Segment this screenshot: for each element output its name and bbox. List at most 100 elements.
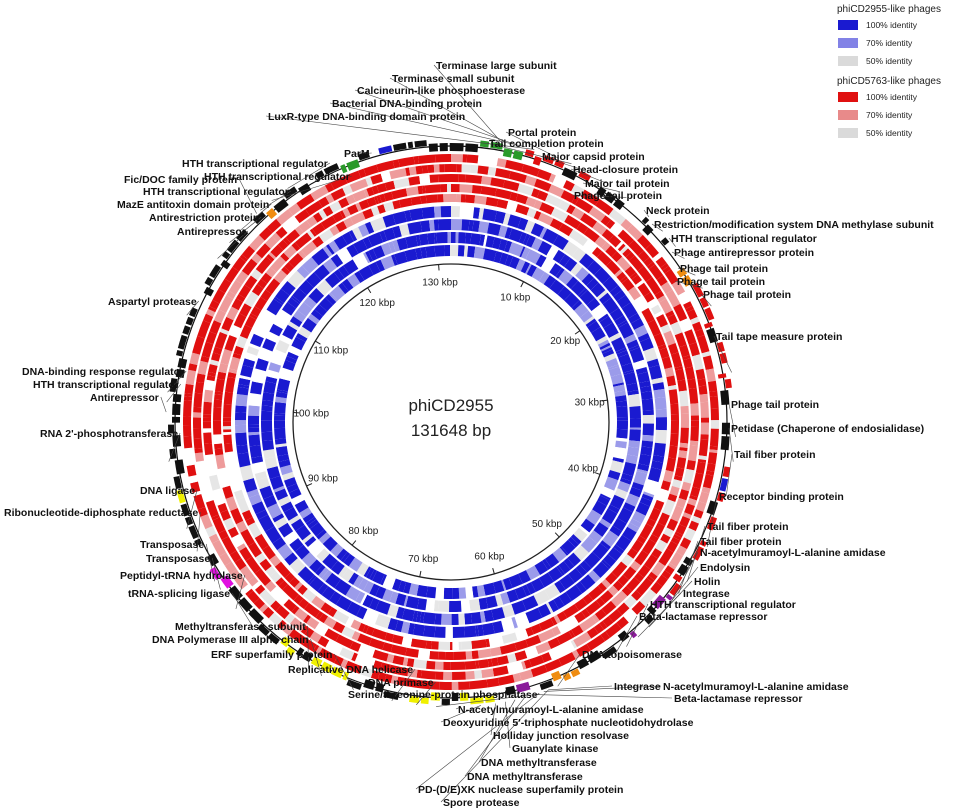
identity-segment <box>624 266 637 278</box>
identity-segment <box>579 560 592 573</box>
identity-segment <box>377 672 387 682</box>
identity-segment <box>679 537 692 550</box>
identity-segment <box>299 326 312 337</box>
identity-segment <box>675 524 687 535</box>
identity-segment <box>547 637 561 649</box>
identity-segment <box>697 378 707 387</box>
identity-segment <box>235 394 248 407</box>
identity-segment <box>387 604 399 618</box>
identity-segment <box>676 545 687 557</box>
identity-segment <box>376 160 395 173</box>
identity-segment <box>382 642 393 653</box>
identity-segment <box>665 457 677 472</box>
identity-segment <box>183 396 193 401</box>
identity-segment <box>239 565 255 582</box>
identity-segment <box>617 243 626 252</box>
identity-segment <box>473 246 486 260</box>
leader-line <box>391 668 416 701</box>
identity-segment <box>315 564 326 576</box>
identity-segment <box>523 659 532 669</box>
identity-segment <box>547 566 563 582</box>
identity-segment <box>530 223 545 238</box>
identity-segment <box>262 545 276 560</box>
identity-segment <box>223 417 232 422</box>
identity-segment <box>616 256 631 272</box>
identity-segment <box>469 679 488 690</box>
identity-segment <box>265 376 278 384</box>
identity-segment <box>302 512 315 524</box>
leader-line <box>674 280 703 289</box>
identity-segment <box>408 583 419 596</box>
identity-segment <box>327 607 338 618</box>
leader-line <box>706 495 718 547</box>
identity-segment <box>674 467 685 478</box>
identity-segment <box>205 499 219 518</box>
identity-segment <box>634 325 648 338</box>
identity-segment <box>614 269 623 278</box>
identity-segment <box>533 210 542 220</box>
identity-segment <box>447 232 451 244</box>
identity-segment <box>579 616 597 632</box>
identity-segment <box>602 530 619 548</box>
identity-segment <box>608 234 622 248</box>
identity-segment <box>310 185 329 201</box>
identity-segment <box>273 320 285 330</box>
identity-segment <box>305 272 322 288</box>
identity-segment <box>330 560 345 575</box>
identity-segment <box>213 434 222 445</box>
identity-segment <box>630 318 645 330</box>
identity-segment <box>530 623 543 635</box>
identity-segment <box>548 646 566 660</box>
leader-line <box>700 293 712 307</box>
identity-segment <box>212 289 226 304</box>
gene-arrow <box>603 191 617 204</box>
identity-segment <box>184 393 193 397</box>
identity-segment <box>223 404 232 418</box>
identity-segment <box>372 570 385 585</box>
identity-segment <box>386 653 395 663</box>
identity-segment <box>383 191 394 202</box>
identity-segment <box>183 435 193 449</box>
identity-segment <box>656 314 668 328</box>
identity-segment <box>462 154 468 163</box>
identity-segment <box>582 594 594 605</box>
identity-segment <box>338 566 349 578</box>
identity-segment <box>653 333 666 347</box>
identity-segment <box>635 502 650 516</box>
tick-label: 90 kbp <box>308 474 338 485</box>
identity-segment <box>545 602 554 614</box>
identity-segment <box>235 270 249 285</box>
gene-label: HTH transcriptional regulator <box>671 233 817 245</box>
identity-segment <box>214 448 224 456</box>
gene-label: Holliday junction resolvase <box>493 730 629 742</box>
identity-segment <box>548 184 565 198</box>
identity-segment <box>393 177 410 189</box>
identity-segment <box>571 195 580 205</box>
gene-arrow <box>176 489 186 504</box>
gene-arrow <box>273 198 289 213</box>
identity-segment <box>511 600 527 615</box>
identity-segment <box>623 371 637 386</box>
identity-segment <box>670 413 679 421</box>
identity-segment <box>594 608 607 621</box>
identity-segment <box>586 627 599 639</box>
identity-segment <box>504 254 514 267</box>
identity-segment <box>443 587 453 599</box>
identity-segment <box>274 488 289 501</box>
identity-segment <box>318 532 331 544</box>
identity-segment <box>330 176 348 190</box>
gene-arrow <box>470 697 484 705</box>
identity-segment <box>316 279 333 296</box>
leader-line <box>713 335 732 373</box>
identity-segment <box>316 529 327 540</box>
identity-segment <box>219 328 229 335</box>
identity-segment <box>410 196 422 206</box>
identity-segment <box>309 559 323 573</box>
identity-segment <box>601 241 611 252</box>
identity-segment <box>474 195 487 205</box>
identity-segment <box>255 358 269 372</box>
identity-segment <box>299 507 312 519</box>
identity-segment <box>290 295 301 305</box>
identity-segment <box>338 265 350 279</box>
identity-segment <box>674 366 683 371</box>
